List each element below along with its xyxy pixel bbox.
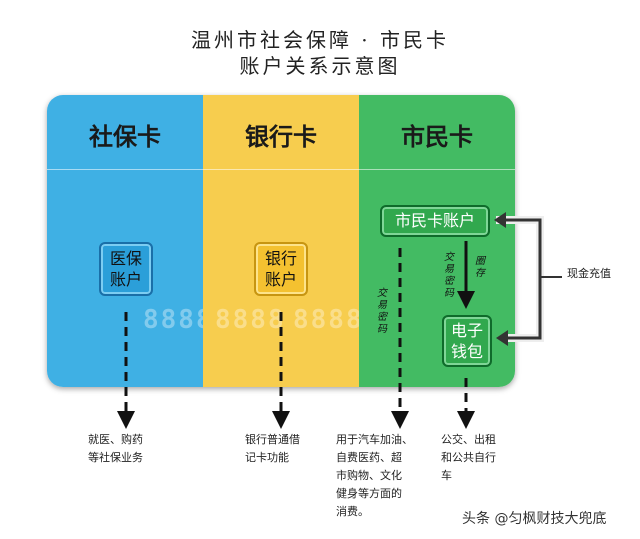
citizen-card-account: 市民卡账户: [380, 205, 490, 237]
electronic-wallet-label-1: 电子: [450, 321, 483, 340]
note-line: 银行普通借: [245, 433, 300, 446]
cash-topup-label: 现金充值: [567, 267, 611, 280]
transfer-label: 圈存: [475, 256, 485, 279]
medical-insurance-account: 医保 账户: [99, 242, 153, 296]
citizen-card-title: 市民卡: [401, 123, 473, 151]
note-line: 消费。: [336, 505, 369, 518]
social-security-usage-note: 就医、购药 等社保业务: [88, 431, 143, 467]
note-line: 市购物、文化: [336, 469, 402, 482]
card-number-ghost-1: 8888: [143, 305, 214, 335]
citizen-account-usage-note: 用于汽车加油、 自费医药、超 市购物、文化 健身等方面的 消费。: [336, 431, 413, 521]
card-number-ghost-2: 8888: [215, 305, 286, 335]
electronic-wallet-label-2: 钱包: [450, 342, 483, 361]
transaction-password-label-left: 交易密码: [377, 288, 387, 335]
note-line: 公交、出租: [441, 433, 496, 446]
medical-insurance-account-label-1: 医保: [109, 249, 142, 268]
card-number-ghost-3: 8888: [293, 305, 364, 335]
bank-account: 银行 账户: [254, 242, 308, 296]
note-line: 自费医药、超: [336, 451, 402, 464]
transaction-password-label-right: 交易密码: [444, 252, 454, 299]
note-line: 车: [441, 469, 452, 482]
social-security-card-title: 社保卡: [89, 123, 161, 151]
bank-usage-note: 银行普通借 记卡功能: [245, 431, 300, 467]
card-divider-line: [47, 169, 515, 170]
watermark: 头条 @匀枫财技大兜底: [462, 511, 607, 527]
bank-card-panel: 银行卡 8888 8888: [203, 95, 362, 387]
combined-card: 社保卡 8888 银行卡 8888 8888 市民卡: [47, 95, 515, 387]
note-line: 用于汽车加油、: [336, 433, 413, 446]
diagram-title-line2: 账户关系示意图: [239, 54, 401, 78]
bank-card-title: 银行卡: [245, 123, 317, 151]
note-line: 等社保业务: [88, 451, 143, 464]
electronic-wallet: 电子 钱包: [442, 315, 492, 367]
note-line: 就医、购药: [88, 433, 143, 446]
diagram-title-line1: 温州市社会保障 · 市民卡: [190, 28, 450, 52]
bank-account-label-2: 账户: [264, 270, 297, 289]
bank-account-label-1: 银行: [264, 249, 297, 268]
social-security-card-panel: 社保卡 8888: [47, 95, 212, 387]
note-line: 和公共自行: [441, 451, 496, 464]
note-line: 健身等方面的: [336, 487, 402, 500]
medical-insurance-account-label-2: 账户: [109, 270, 142, 289]
note-line: 记卡功能: [245, 451, 289, 464]
wallet-usage-note: 公交、出租 和公共自行 车: [441, 431, 496, 485]
